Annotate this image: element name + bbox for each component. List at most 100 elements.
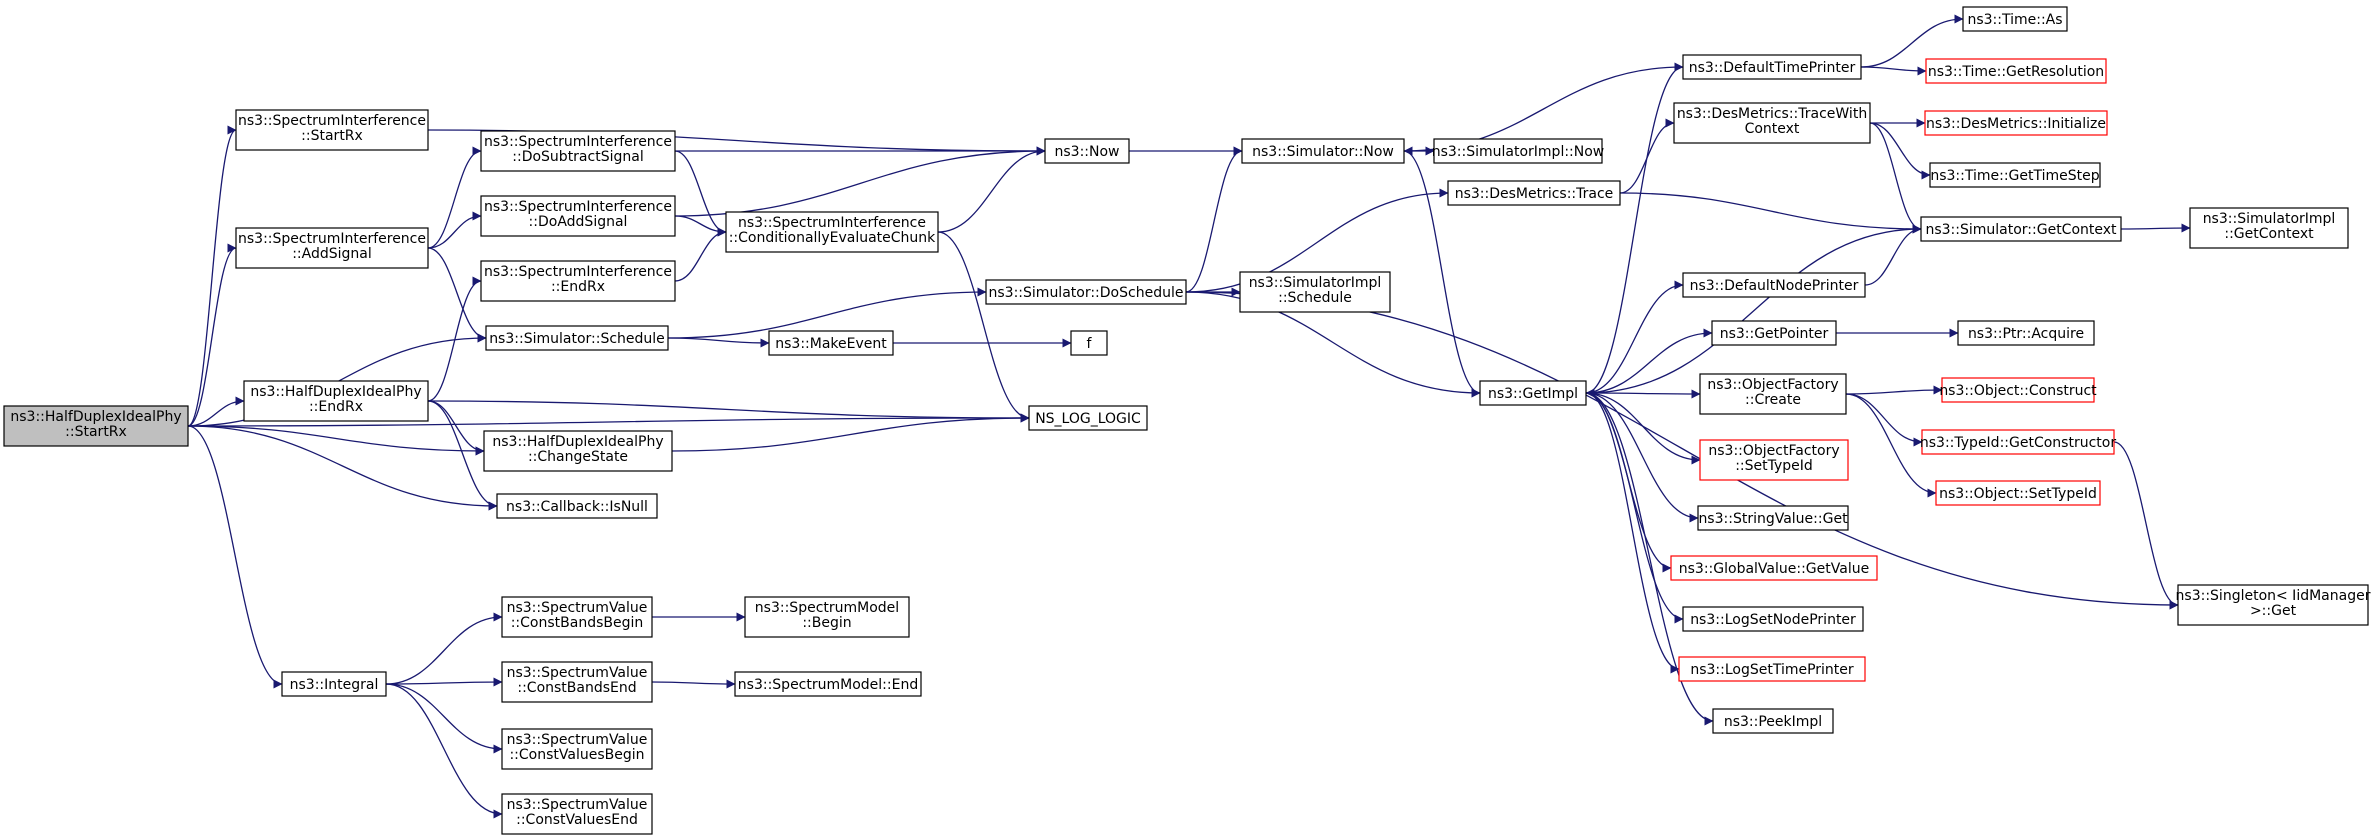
node-of-create[interactable]: ns3::ObjectFactory::Create [1699, 373, 1847, 415]
node-si-endrx[interactable]: ns3::SpectrumInterference::EndRx [480, 260, 676, 302]
node-cb-isnull[interactable]: ns3::Callback::IsNull [496, 493, 658, 519]
node-ptr-acquire[interactable]: ns3::Ptr::Acquire [1957, 320, 2095, 346]
node-label: ns3::Callback::IsNull [506, 499, 648, 515]
node-peekimpl[interactable]: ns3::PeekImpl [1712, 708, 1834, 734]
node-integral[interactable]: ns3::Integral [281, 671, 387, 697]
node-box [501, 596, 653, 638]
node-now[interactable]: ns3::Now [1044, 138, 1130, 164]
node-label: ns3::SimulatorImpl::Now [1432, 144, 1605, 160]
node-si-addsignal[interactable]: ns3::SpectrumInterference::AddSignal [235, 227, 429, 269]
node-si-doadd[interactable]: ns3::SpectrumInterference::DoAddSignal [480, 195, 676, 237]
node-singleton-get[interactable]: ns3::Singleton< IidManager >::Get [2176, 584, 2371, 626]
node-sim-doschedule[interactable]: ns3::Simulator::DoSchedule [985, 279, 1187, 305]
node-def-node-printer[interactable]: ns3::DefaultNodePrinter [1682, 272, 1866, 298]
node-simimpl-now[interactable]: ns3::SimulatorImpl::Now [1432, 138, 1605, 164]
node-si-startrx[interactable]: ns3::SpectrumInterference::StartRx [235, 109, 429, 151]
edge-si-doadd-to-now [674, 146, 1046, 217]
edge-root-to-cb-isnull [187, 425, 498, 511]
node-hd-endrx[interactable]: ns3::HalfDuplexIdealPhy::EndRx [243, 380, 429, 422]
node-label: ns3::HalfDuplexIdealPhy [250, 384, 421, 400]
node-sm-begin[interactable]: ns3::SpectrumModel::Begin [744, 596, 910, 638]
node-simimpl-schedule[interactable]: ns3::SimulatorImpl::Schedule [1239, 271, 1391, 313]
edge-hd-endrx-to-hd-changestate [427, 400, 485, 456]
node-box [483, 430, 673, 472]
edge-desm-trace-to-sim-getctx [1619, 192, 1922, 234]
node-sv-cvb[interactable]: ns3::SpectrumValue::ConstValuesBegin [501, 728, 653, 770]
node-f[interactable]: f [1070, 330, 1108, 356]
node-time-getstep[interactable]: ns3::Time::GetTimeStep [1929, 162, 2101, 188]
node-label: ns3::TypeId::GetConstructor [1920, 435, 2116, 451]
node-logset-node[interactable]: ns3::LogSetNodePrinter [1682, 606, 1864, 632]
node-box [725, 211, 939, 253]
node-time-getres[interactable]: ns3::Time::GetResolution [1925, 58, 2107, 84]
edge-root-to-si-addsignal [187, 243, 237, 427]
node-label: ::SetTypeId [1735, 458, 1813, 474]
node-sv-cve[interactable]: ns3::SpectrumValue::ConstValuesEnd [501, 793, 653, 835]
node-sim-getctx[interactable]: ns3::Simulator::GetContext [1920, 216, 2122, 242]
edge-getimpl-to-peekimpl [1585, 392, 1714, 726]
node-label: ns3::SpectrumInterference [238, 113, 426, 129]
node-si-cond[interactable]: ns3::SpectrumInterference::Conditionally… [725, 211, 939, 253]
node-logset-time[interactable]: ns3::LogSetTimePrinter [1678, 656, 1866, 682]
node-simimpl-getctx[interactable]: ns3::SimulatorImpl::GetContext [2189, 207, 2349, 249]
node-label: ::StartRx [301, 128, 363, 144]
node-label: ns3::Time::As [1967, 12, 2062, 28]
node-ns-log[interactable]: NS_LOG_LOGIC [1028, 405, 1148, 431]
node-si-dosubtract[interactable]: ns3::SpectrumInterference::DoSubtractSig… [480, 130, 676, 172]
node-label: ::DoAddSignal [529, 214, 628, 230]
node-box [1239, 271, 1391, 313]
node-box [768, 330, 894, 356]
node-label: ns3::DesMetrics::Trace [1455, 186, 1614, 202]
edge-getimpl-to-logset-node [1585, 392, 1684, 624]
node-def-time-printer[interactable]: ns3::DefaultTimePrinter [1682, 54, 1862, 80]
node-sm-end[interactable]: ns3::SpectrumModel::End [734, 671, 922, 697]
node-label: ::GetContext [2224, 226, 2314, 242]
node-sv-cbb[interactable]: ns3::SpectrumValue::ConstBandsBegin [501, 596, 653, 638]
node-box [1028, 405, 1148, 431]
node-box [1711, 320, 1837, 346]
node-stringvalue-get[interactable]: ns3::StringValue::Get [1697, 505, 1849, 531]
node-globalvalue-get[interactable]: ns3::GlobalValue::GetValue [1670, 555, 1878, 581]
node-box [281, 671, 387, 697]
node-box [1447, 180, 1621, 206]
node-of-settypeid[interactable]: ns3::ObjectFactory::SetTypeId [1699, 439, 1849, 481]
edge-getimpl-to-of-settypeid [1585, 392, 1701, 465]
node-obj-construct[interactable]: ns3::Object::Construct [1939, 377, 2097, 403]
node-sim-schedule[interactable]: ns3::Simulator::Schedule [485, 325, 669, 351]
edge-desm-tracectx-to-sim-getctx [1869, 122, 1922, 234]
node-box [1682, 606, 1864, 632]
edge-sim-doschedule-to-desm-trace [1185, 188, 1449, 293]
edge-of-create-to-typeid-getctor [1845, 393, 1923, 447]
node-getpointer[interactable]: ns3::GetPointer [1711, 320, 1837, 346]
node-label: ::Create [1745, 392, 1801, 408]
node-label: ns3::DefaultTimePrinter [1689, 60, 1856, 76]
node-label: ns3::HalfDuplexIdealPhy [492, 434, 663, 450]
node-time-as[interactable]: ns3::Time::As [1962, 6, 2068, 32]
node-desm-trace[interactable]: ns3::DesMetrics::Trace [1447, 180, 1621, 206]
node-sv-cbe[interactable]: ns3::SpectrumValue::ConstBandsEnd [501, 661, 653, 703]
edge-root-to-ns-log [187, 413, 1030, 427]
edge-getimpl-to-def-time-printer [1585, 62, 1684, 394]
node-sim-now[interactable]: ns3::Simulator::Now [1241, 138, 1405, 164]
node-label: ns3::Integral [290, 677, 379, 693]
node-hd-changestate[interactable]: ns3::HalfDuplexIdealPhy::ChangeState [483, 430, 673, 472]
node-obj-settypeid[interactable]: ns3::Object::SetTypeId [1935, 480, 2101, 506]
node-box [2177, 584, 2369, 626]
node-make-event[interactable]: ns3::MakeEvent [768, 330, 894, 356]
node-box [1070, 330, 1108, 356]
node-root[interactable]: ns3::HalfDuplexIdealPhy::StartRx [3, 405, 189, 447]
node-label: ::Schedule [1278, 290, 1352, 306]
node-label: ns3::Now [1055, 144, 1120, 160]
node-desm-init[interactable]: ns3::DesMetrics::Initialize [1924, 110, 2108, 136]
node-label: ::AddSignal [292, 246, 372, 262]
edge-of-create-to-obj-settypeid [1845, 393, 1937, 498]
edge-of-create-to-obj-construct [1845, 385, 1943, 395]
node-label: ns3::HalfDuplexIdealPhy [10, 409, 181, 425]
node-box [2189, 207, 2349, 249]
node-getimpl[interactable]: ns3::GetImpl [1479, 380, 1587, 406]
node-typeid-getctor[interactable]: ns3::TypeId::GetConstructor [1920, 429, 2116, 455]
edge-def-node-printer-to-sim-getctx [1864, 224, 1922, 286]
edge-sim-now-to-getimpl [1403, 150, 1481, 398]
